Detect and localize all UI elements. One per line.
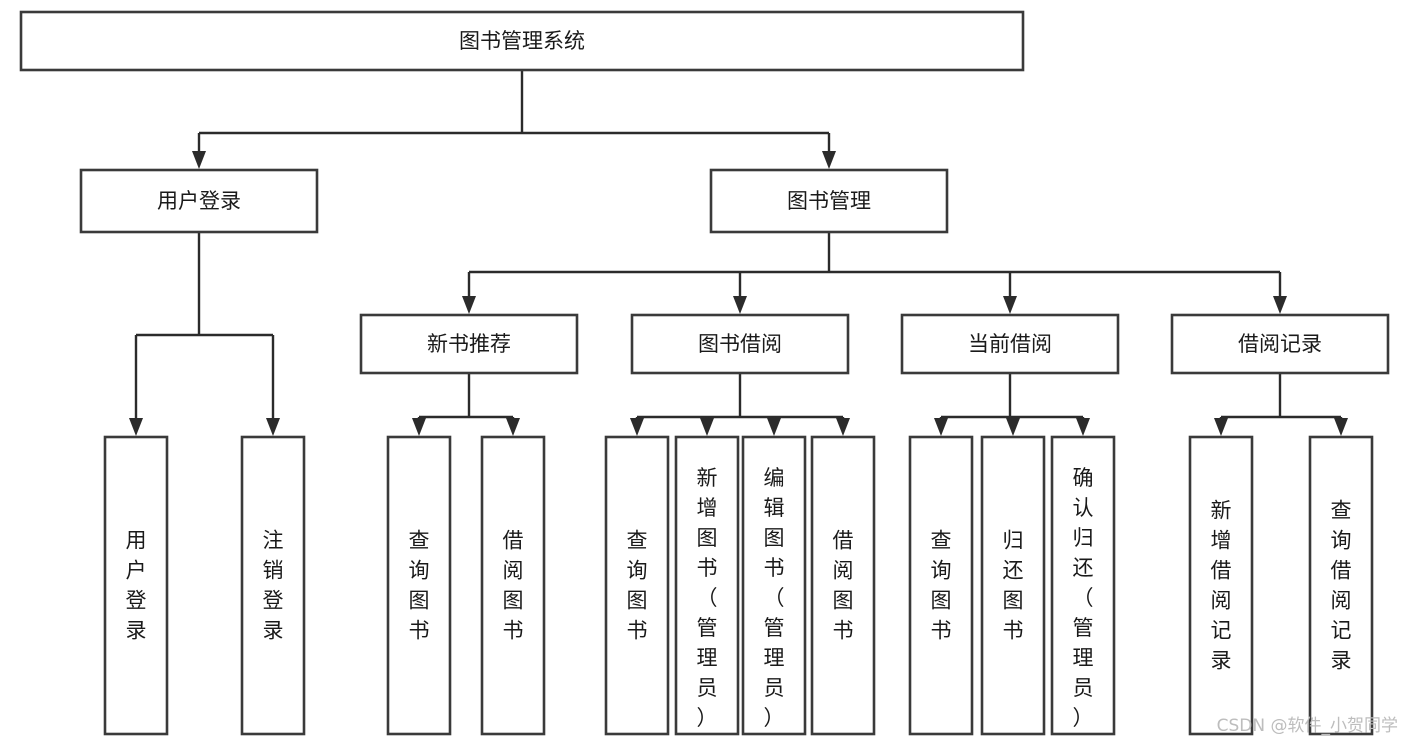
node-label-leaf-edit-book-admin: 编辑图书（管理员） — [764, 466, 785, 730]
node-box-borrow-records[interactable] — [1170, 313, 1390, 375]
node-label-leaf-add-book-admin: 新增图书（管理员） — [697, 466, 718, 730]
node-layer: 图书管理系统用户登录图书管理新书推荐图书借阅当前借阅借阅记录用户登录注销登录查询… — [19, 10, 1390, 736]
node-box-root[interactable] — [19, 10, 1025, 72]
node-label-user-login: 用户登录 — [157, 189, 241, 213]
node-current-borrow[interactable]: 当前借阅 — [900, 313, 1120, 375]
node-borrow-records[interactable]: 借阅记录 — [1170, 313, 1390, 375]
arrow-head-icon — [192, 151, 206, 169]
node-box-leaf-borrow-book-rec[interactable] — [480, 435, 546, 736]
arrow-head-icon — [506, 418, 520, 436]
node-label-current-borrow: 当前借阅 — [968, 332, 1052, 356]
node-box-leaf-edit-book-admin[interactable] — [741, 435, 807, 736]
arrow-head-icon — [630, 418, 644, 436]
node-box-leaf-query-book-rec[interactable] — [386, 435, 452, 736]
node-box-leaf-borrow-book[interactable] — [810, 435, 876, 736]
node-box-leaf-logout[interactable] — [240, 435, 306, 736]
node-leaf-query-borrow-record[interactable]: 查询借阅记录 — [1308, 435, 1374, 736]
arrow-head-icon — [1006, 418, 1020, 436]
node-box-new-book-recommend[interactable] — [359, 313, 579, 375]
node-leaf-query-book-current[interactable]: 查询图书 — [908, 435, 974, 736]
csdn-watermark: CSDN @软件_小贺同学 — [1217, 716, 1398, 736]
node-box-leaf-query-book-current[interactable] — [908, 435, 974, 736]
node-leaf-user-login[interactable]: 用户登录 — [103, 435, 169, 736]
node-new-book-recommend[interactable]: 新书推荐 — [359, 313, 579, 375]
arrow-head-icon — [266, 418, 280, 436]
node-box-leaf-add-book-admin[interactable] — [674, 435, 740, 736]
node-leaf-logout[interactable]: 注销登录 — [240, 435, 306, 736]
arrow-head-icon — [836, 418, 850, 436]
node-label-new-book-recommend: 新书推荐 — [427, 332, 511, 356]
arrow-head-icon — [1076, 418, 1090, 436]
connector-layer — [129, 70, 1348, 436]
arrow-head-icon — [1214, 418, 1228, 436]
node-leaf-edit-book-admin[interactable]: 编辑图书（管理员） — [741, 435, 807, 736]
node-box-book-manage[interactable] — [709, 168, 949, 234]
node-label-leaf-logout: 注销登录 — [263, 529, 284, 643]
node-label-leaf-query-book-borrow: 查询图书 — [627, 529, 648, 643]
node-leaf-add-borrow-record[interactable]: 新增借阅记录 — [1188, 435, 1254, 736]
node-label-root: 图书管理系统 — [459, 29, 585, 53]
node-label-leaf-return-book: 归还图书 — [1003, 529, 1024, 643]
node-leaf-return-book[interactable]: 归还图书 — [980, 435, 1046, 736]
node-leaf-query-book-borrow[interactable]: 查询图书 — [604, 435, 670, 736]
node-box-leaf-confirm-return-admin[interactable] — [1050, 435, 1116, 736]
node-label-book-manage: 图书管理 — [787, 189, 871, 213]
node-label-leaf-query-borrow-record: 查询借阅记录 — [1331, 499, 1352, 673]
node-label-leaf-add-borrow-record: 新增借阅记录 — [1211, 499, 1232, 673]
node-box-leaf-user-login[interactable] — [103, 435, 169, 736]
node-box-user-login[interactable] — [79, 168, 319, 234]
node-box-leaf-return-book[interactable] — [980, 435, 1046, 736]
node-root[interactable]: 图书管理系统 — [19, 10, 1025, 72]
node-label-borrow-records: 借阅记录 — [1238, 332, 1322, 356]
arrow-head-icon — [412, 418, 426, 436]
arrow-head-icon — [733, 296, 747, 314]
node-leaf-query-book-rec[interactable]: 查询图书 — [386, 435, 452, 736]
arrow-head-icon — [462, 296, 476, 314]
node-label-leaf-confirm-return-admin: 确认归还（管理员） — [1073, 466, 1094, 730]
arrow-head-icon — [1273, 296, 1287, 314]
node-book-manage[interactable]: 图书管理 — [709, 168, 949, 234]
node-leaf-confirm-return-admin[interactable]: 确认归还（管理员） — [1050, 435, 1116, 736]
arrow-head-icon — [822, 151, 836, 169]
arrow-head-icon — [129, 418, 143, 436]
node-leaf-add-book-admin[interactable]: 新增图书（管理员） — [674, 435, 740, 736]
node-label-leaf-borrow-book: 借阅图书 — [833, 529, 854, 643]
arrow-head-icon — [1334, 418, 1348, 436]
node-box-leaf-add-borrow-record[interactable] — [1188, 435, 1254, 736]
node-box-leaf-query-book-borrow[interactable] — [604, 435, 670, 736]
arrow-head-icon — [700, 418, 714, 436]
arrow-head-icon — [934, 418, 948, 436]
node-leaf-borrow-book[interactable]: 借阅图书 — [810, 435, 876, 736]
node-label-leaf-borrow-book-rec: 借阅图书 — [503, 529, 524, 643]
node-user-login[interactable]: 用户登录 — [79, 168, 319, 234]
node-leaf-borrow-book-rec[interactable]: 借阅图书 — [480, 435, 546, 736]
node-label-leaf-user-login: 用户登录 — [126, 529, 147, 643]
node-label-leaf-query-book-current: 查询图书 — [931, 529, 952, 643]
node-label-book-borrow: 图书借阅 — [698, 332, 782, 356]
node-label-leaf-query-book-rec: 查询图书 — [409, 529, 430, 643]
node-box-book-borrow[interactable] — [630, 313, 850, 375]
node-box-leaf-query-borrow-record[interactable] — [1308, 435, 1374, 736]
arrow-head-icon — [1003, 296, 1017, 314]
arrow-head-icon — [767, 418, 781, 436]
node-box-current-borrow[interactable] — [900, 313, 1120, 375]
node-book-borrow[interactable]: 图书借阅 — [630, 313, 850, 375]
